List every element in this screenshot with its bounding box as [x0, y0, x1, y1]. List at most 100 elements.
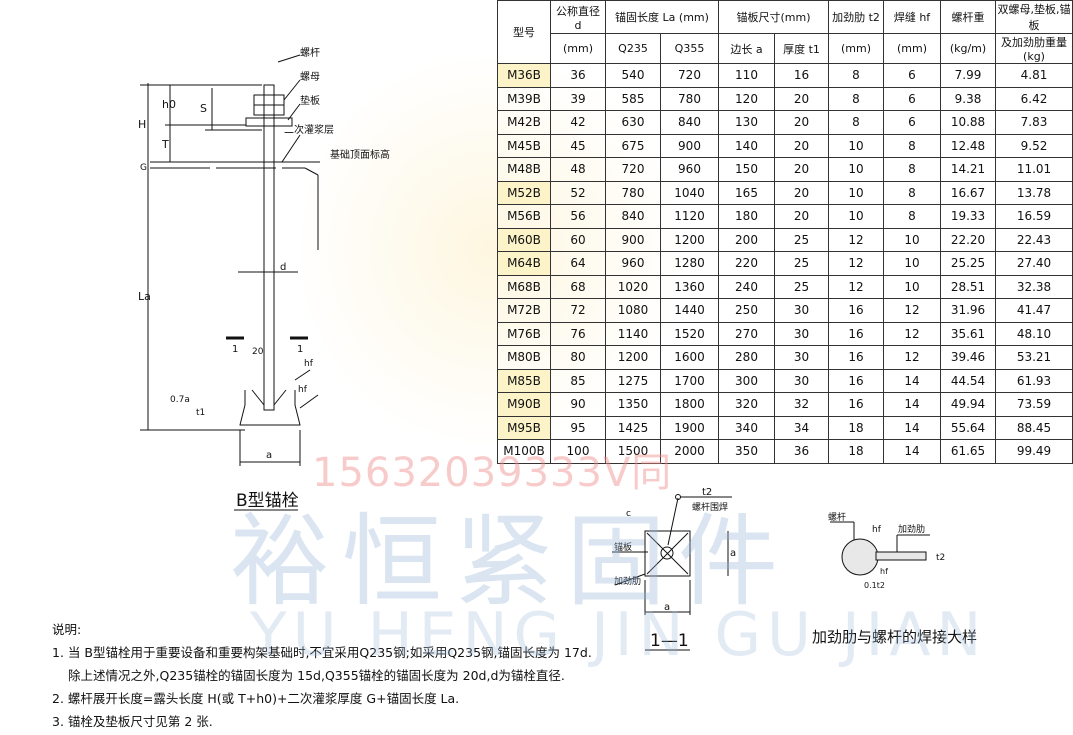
table-cell: 19.33	[940, 204, 996, 229]
table-cell: 900	[605, 227, 661, 252]
table-cell: 220	[718, 251, 775, 276]
table-cell: 16	[774, 63, 829, 88]
table-cell: 90	[550, 392, 606, 417]
table-cell: M68B	[497, 274, 551, 299]
table-cell: 36	[774, 439, 829, 464]
table-cell: 1800	[660, 392, 719, 417]
table-cell: 960	[660, 157, 719, 182]
table-cell: 165	[718, 180, 775, 205]
table-cell: 14.21	[940, 157, 996, 182]
table-cell: 1520	[660, 321, 719, 346]
table-cell: 25	[774, 227, 829, 252]
detail-title: 加劲肋与螺杆的焊接大样	[812, 628, 977, 646]
label-rod: 螺杆	[300, 47, 320, 59]
label-hf: hf	[304, 359, 314, 369]
table-cell: 60	[550, 227, 606, 252]
table-cell: 280	[718, 345, 775, 370]
label-hf-2: hf	[298, 385, 308, 395]
table-cell: 1080	[605, 298, 661, 323]
table-cell: 14	[883, 368, 941, 393]
label-washer: 垫板	[300, 94, 320, 107]
table-cell: 16	[828, 392, 884, 417]
table-cell: 30	[774, 321, 829, 346]
table-cell: 1120	[660, 204, 719, 229]
table-cell: 9.52	[995, 133, 1073, 158]
table-cell: 14	[883, 415, 941, 440]
table-cell: 16	[828, 345, 884, 370]
table-cell: 8	[828, 63, 884, 88]
table-cell: M60B	[497, 227, 551, 252]
table-cell: 73.59	[995, 392, 1073, 417]
dim-T: T	[161, 138, 169, 151]
table-cell: 7.83	[995, 110, 1073, 135]
table-cell: 12	[828, 251, 884, 276]
header-extra: 双螺母,垫板,锚板	[995, 0, 1073, 34]
table-cell: 8	[883, 133, 941, 158]
dim-H: H	[138, 118, 146, 131]
table-cell: 340	[718, 415, 775, 440]
table-cell: 8	[828, 86, 884, 111]
detail-label-t2: t2	[936, 553, 945, 563]
table-cell: 8	[883, 180, 941, 205]
table-cell: 16.67	[940, 180, 996, 205]
table-cell: M95B	[497, 415, 551, 440]
table-cell: 960	[605, 251, 661, 276]
dim-d: d	[280, 262, 286, 273]
table-cell: 10	[828, 180, 884, 205]
dim-t1: t1	[196, 408, 205, 418]
table-cell: 44.54	[940, 368, 996, 393]
table-cell: 48.10	[995, 321, 1073, 346]
detail-label-hf-2: hf	[880, 567, 888, 576]
table-cell: 240	[718, 274, 775, 299]
table-cell: 42	[550, 110, 606, 135]
table-cell: 80	[550, 345, 606, 370]
header-a: 边长 a	[718, 33, 775, 64]
table-cell: 540	[605, 63, 661, 88]
table-cell: 1500	[605, 439, 661, 464]
table-cell: 20	[774, 133, 829, 158]
section-mark-right: 1	[297, 344, 303, 355]
b-type-anchor-elevation: 螺杆 螺母 垫板 二次灌浆层 基础顶面标高 H h0 S T G La d 1 …	[138, 47, 390, 511]
table-cell: 8	[828, 110, 884, 135]
table-cell: 300	[718, 368, 775, 393]
table-cell: 10	[883, 251, 941, 276]
table-cell: 840	[605, 204, 661, 229]
header-q355: Q355	[660, 33, 719, 64]
table-cell: M64B	[497, 251, 551, 276]
table-cell: 12	[828, 227, 884, 252]
table-cell: 25	[774, 251, 829, 276]
table-cell: 52	[550, 180, 606, 205]
section-label-c: c	[626, 509, 631, 519]
table-cell: 585	[605, 86, 661, 111]
table-cell: M85B	[497, 368, 551, 393]
dim-S: S	[200, 102, 207, 115]
table-cell: 35.61	[940, 321, 996, 346]
table-header-row: 型号 公称直径 d 锚固长度 La (mm) 锚板尺寸(mm) 加劲肋 t2 焊…	[497, 0, 1073, 64]
header-extra-2: 及加劲肋重量(kg)	[995, 33, 1073, 64]
note-1: 1. 当 B型锚栓用于重要设备和重要构架基础时,不宜采用Q235钢;如采用Q23…	[52, 645, 592, 660]
table-cell: 61.93	[995, 368, 1073, 393]
dim-0-7a: 0.7a	[170, 395, 190, 405]
table-cell: 180	[718, 204, 775, 229]
header-t2-unit: (mm)	[828, 33, 884, 64]
table-cell: 840	[660, 110, 719, 135]
table-cell: 68	[550, 274, 606, 299]
table-cell: 10	[828, 157, 884, 182]
detail-label-hf: hf	[872, 525, 882, 535]
header-la: 锚固长度 La (mm)	[605, 0, 719, 34]
section-label-rib: 加劲肋	[614, 575, 641, 587]
table-cell: M39B	[497, 86, 551, 111]
table-cell: 12.48	[940, 133, 996, 158]
table-cell: 1425	[605, 415, 661, 440]
table-cell: 30	[774, 298, 829, 323]
table-cell: 88.45	[995, 415, 1073, 440]
table-cell: 28.51	[940, 274, 996, 299]
